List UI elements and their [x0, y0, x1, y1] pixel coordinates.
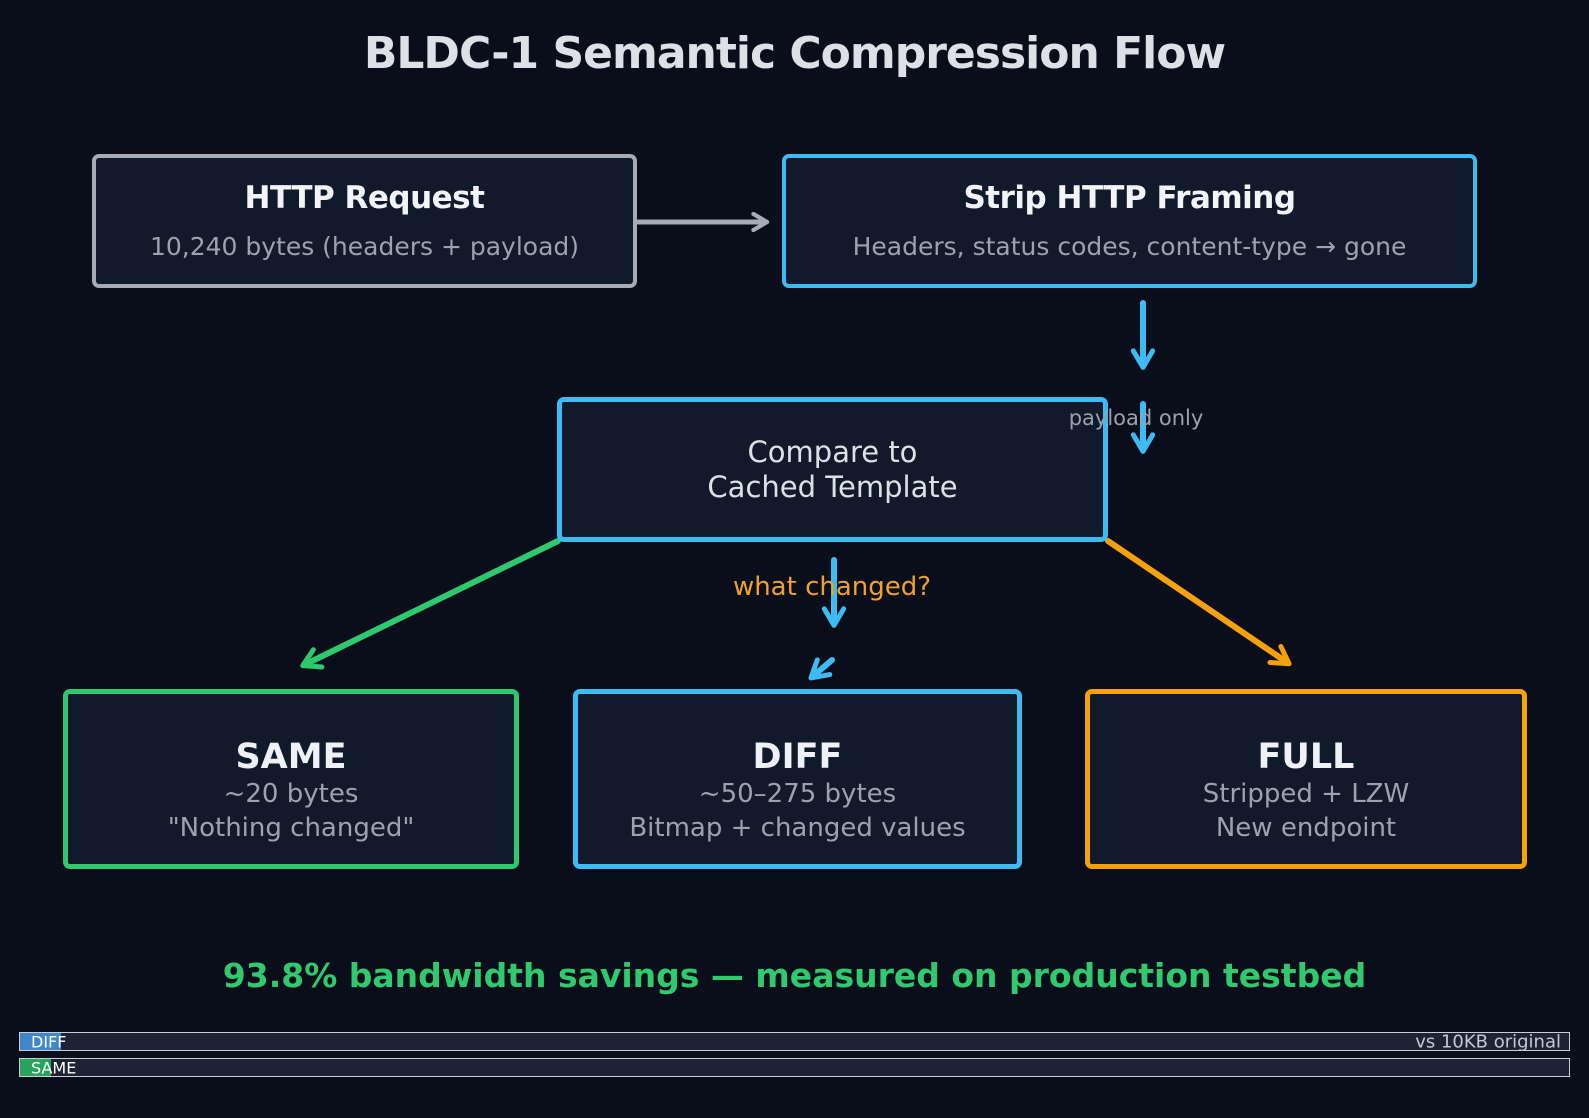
- bar-same: SAME: [19, 1058, 1570, 1077]
- node-diff-line1: ~50–275 bytes: [698, 779, 897, 809]
- node-full-line2: New endpoint: [1215, 813, 1397, 843]
- node-diff-title: DIFF: [752, 737, 843, 777]
- node-same-line1: ~20 bytes: [223, 779, 359, 809]
- node-full: FULL Stripped + LZW New endpoint: [1085, 689, 1527, 869]
- node-strip-framing-title: Strip HTTP Framing: [963, 180, 1296, 216]
- arrow-compare-to-same: [300, 538, 561, 670]
- page-title: BLDC-1 Semantic Compression Flow: [363, 28, 1226, 79]
- bar-diff: DIFF vs 10KB original: [19, 1031, 1570, 1052]
- node-http-request: HTTP Request 10,240 bytes (headers + pay…: [92, 154, 637, 288]
- node-full-line1: Stripped + LZW: [1202, 779, 1410, 809]
- bar-comparison-note: vs 10KB original: [1415, 1031, 1561, 1052]
- node-same-title: SAME: [235, 737, 347, 777]
- bar-diff-label: DIFF: [31, 1032, 67, 1051]
- node-compare-template: Compare to Cached Template: [557, 397, 1108, 542]
- node-same: SAME ~20 bytes "Nothing changed": [63, 689, 519, 869]
- bar-same-fill: [20, 1059, 51, 1076]
- node-strip-framing: Strip HTTP Framing Headers, status codes…: [782, 154, 1477, 288]
- node-compare-line2: Cached Template: [707, 469, 958, 504]
- node-http-request-subtitle: 10,240 bytes (headers + payload): [149, 232, 580, 261]
- arrow-compare-to-diff-lower: [808, 657, 835, 681]
- edge-label-what-changed: what changed?: [732, 572, 932, 602]
- savings-banner: 93.8% bandwidth savings — measured on pr…: [222, 956, 1367, 995]
- edge-label-payload-only: payload only: [1068, 406, 1204, 430]
- node-diff: DIFF ~50–275 bytes Bitmap + changed valu…: [573, 689, 1022, 869]
- node-same-line2: "Nothing changed": [167, 813, 415, 843]
- bar-diff-fill: [20, 1033, 61, 1050]
- bar-same-label: SAME: [31, 1058, 77, 1077]
- node-full-title: FULL: [1257, 737, 1355, 777]
- node-http-request-title: HTTP Request: [244, 180, 485, 216]
- node-diff-line2: Bitmap + changed values: [629, 813, 966, 843]
- node-strip-framing-subtitle: Headers, status codes, content-type → go…: [852, 232, 1407, 261]
- arrow-compare-to-full: [1105, 538, 1292, 667]
- node-compare-line1: Compare to: [747, 434, 918, 469]
